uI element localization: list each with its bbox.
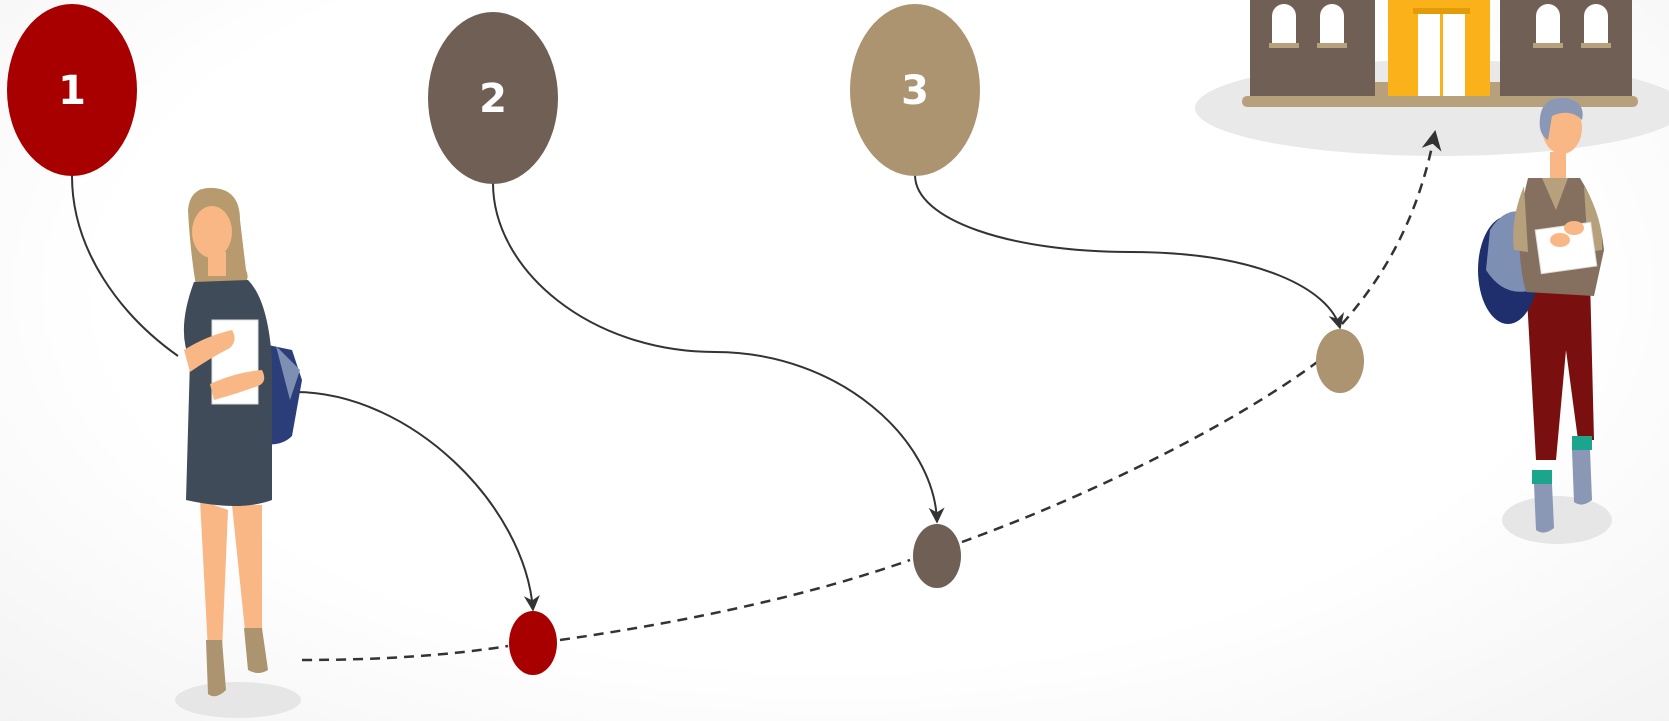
path-marker-step-1 [509,611,557,675]
building-right-wing [1500,0,1632,98]
step-3-balloon: 3 [850,4,980,176]
path-marker-step-2 [913,524,961,588]
journey-path [301,130,1442,662]
step-3-number: 3 [901,68,929,114]
path-marker-step-3 [1316,329,1364,393]
school-building-icon [1195,0,1669,156]
building-left-wing [1250,0,1375,98]
step-2-balloon: 2 [428,12,558,184]
connector-lines [71,174,1345,612]
building-windows [1272,4,1608,44]
step-1-number: 1 [58,68,86,114]
step-1-balloon: 1 [7,4,137,176]
man-student-icon [1478,97,1612,544]
building-base [1242,96,1638,107]
woman-student-icon [175,187,302,718]
step-2-number: 2 [479,76,507,122]
